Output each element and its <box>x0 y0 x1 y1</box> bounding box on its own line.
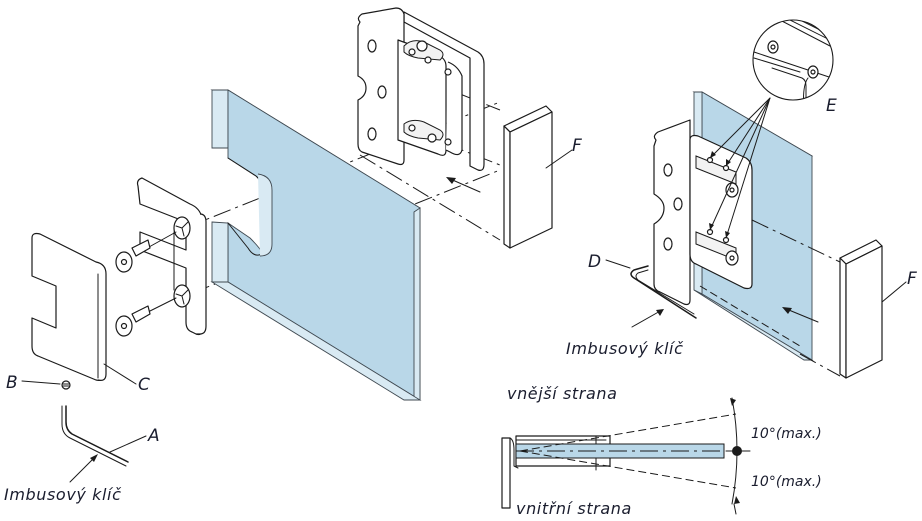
outer-side-caption: vnější strana <box>507 384 618 403</box>
clamp-plate <box>136 177 207 336</box>
label-b: B <box>6 373 18 393</box>
insert-arrow-right <box>782 307 819 323</box>
cover-block-f-left <box>503 105 553 249</box>
label-a: A <box>147 426 160 446</box>
glass-panel-left <box>210 89 422 401</box>
cover-cap-c <box>31 232 107 381</box>
angle-label-top: 10°(max.) <box>751 426 822 442</box>
set-screw-b <box>21 380 71 390</box>
label-f-left-leader <box>545 149 573 169</box>
detail-magnifier-e <box>709 19 834 239</box>
label-f-left: F <box>572 136 582 156</box>
allen-key-d <box>605 259 697 328</box>
screw-lower <box>115 297 177 337</box>
cover-block-f-right <box>839 239 883 379</box>
label-f-right-leader <box>881 281 907 303</box>
assembly-axis-lines-right <box>751 219 841 377</box>
label-f-right: F <box>907 269 917 289</box>
hinge-body-right <box>653 119 753 306</box>
allen-key-a <box>61 405 147 483</box>
screw-upper <box>115 231 177 273</box>
angle-label-bottom: 10°(max.) <box>751 474 822 490</box>
hinge-body-left <box>357 7 485 171</box>
allen-key-caption-left: Imbusový klíč <box>4 485 122 504</box>
inner-side-caption: vnitřní strana <box>516 499 632 518</box>
side-view-angle-diagram <box>501 397 751 515</box>
insert-arrow-left <box>446 177 481 193</box>
label-c: C <box>138 375 150 395</box>
allen-key-caption-right: Imbusový klíč <box>566 339 684 358</box>
label-c-leader <box>103 363 137 385</box>
label-d: D <box>588 252 601 272</box>
label-e: E <box>826 96 837 116</box>
